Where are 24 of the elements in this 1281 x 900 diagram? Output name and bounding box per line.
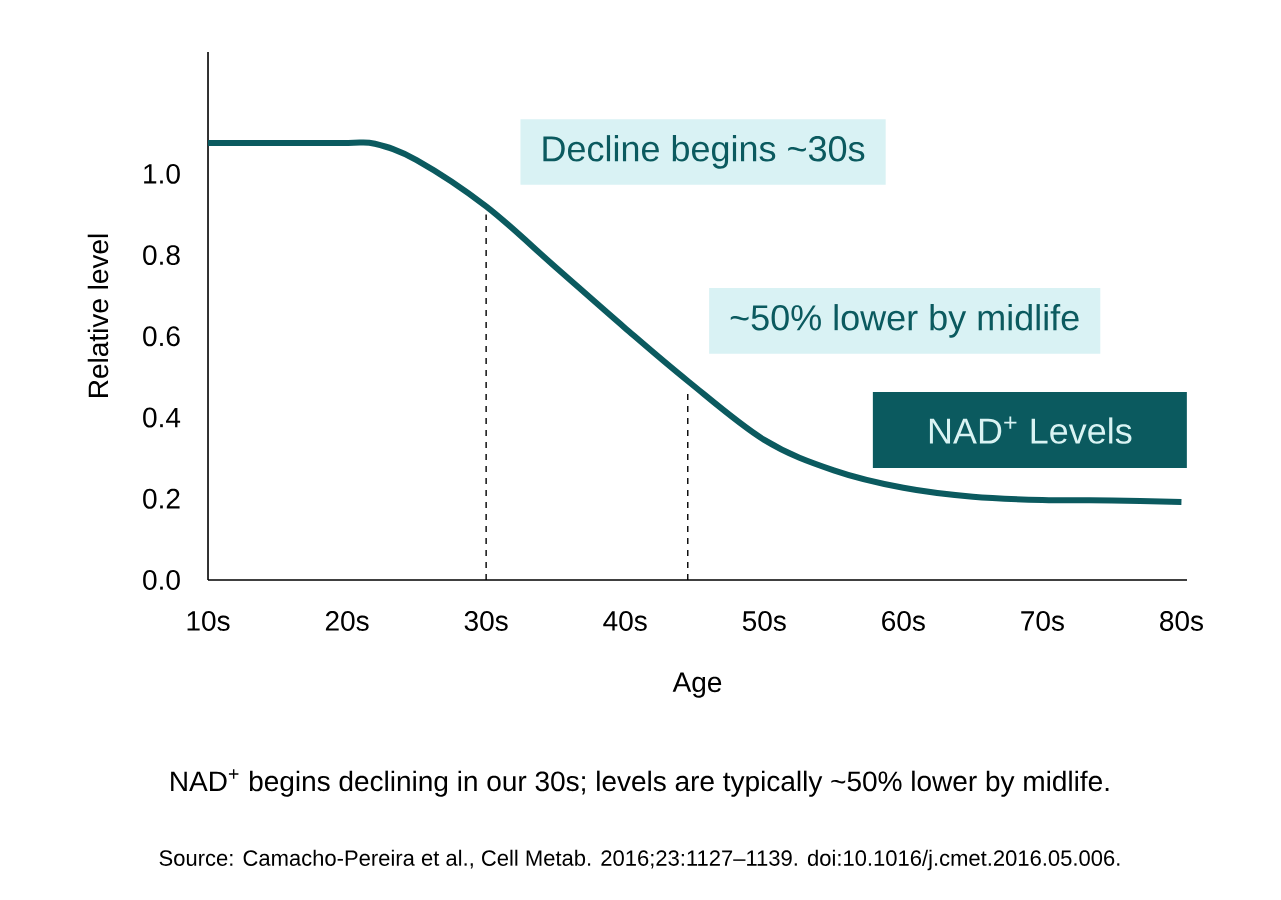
x-axis-title: Age (672, 672, 722, 698)
y-tick-label: 1.0 (144, 163, 180, 184)
y-tick-label: 0.8 (143, 245, 180, 265)
y-tick-label: 0.0 (143, 570, 180, 590)
annotation: Decline begins ~30s (543, 135, 865, 169)
series-label: NAD$^{+}$ Levels (929, 416, 1132, 444)
y-tick-label: 0.2 (143, 488, 180, 509)
x-tick-label: 70s (1021, 611, 1064, 631)
source-note: Source: Camacho-Pereira et al., Cell Metab. 2016;23:1127–1139. doi:10.1016/j.cmet.2016.05.006. (159, 849, 1120, 871)
y-axis-title: Relative level (87, 234, 109, 397)
x-tick-label: 50s (742, 611, 786, 631)
x-tick-label: 30s (464, 611, 508, 631)
x-tick-label: 10s (187, 611, 230, 631)
y-tick-label: 0.4 (143, 407, 181, 428)
y-tick-label: 0.6 (143, 326, 180, 347)
x-tick-label: 80s (1160, 611, 1203, 631)
annotation-box: ~50% lower by midlife (709, 288, 1101, 354)
annotation: ~50% lower by midlife (730, 304, 1079, 338)
caption: NAD$^{+}$ begins declining in our 30s; levels are typically ~50% lower by midlife. (171, 769, 1109, 797)
x-tick-label: 20s (325, 611, 369, 631)
x-tick-label: 60s (882, 611, 925, 631)
annotation-box: Decline begins ~30s (520, 119, 886, 185)
series-label-box: NAD$^{+}$ Levels (872, 392, 1187, 469)
x-tick-label: 40s (603, 611, 647, 631)
